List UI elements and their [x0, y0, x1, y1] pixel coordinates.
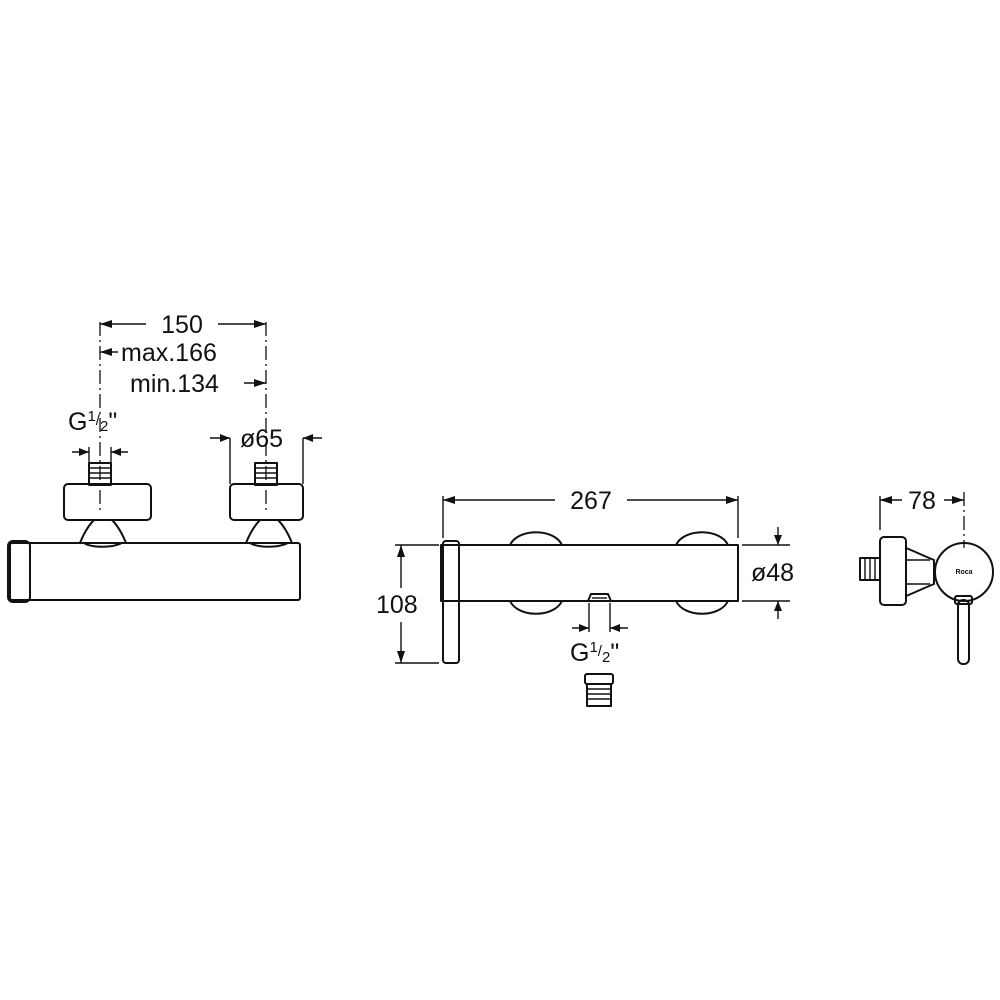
dim-flange: ø65 — [210, 425, 322, 484]
dim-body: ø48 — [742, 527, 794, 619]
top-flange-right-lower — [675, 600, 729, 615]
front-body — [9, 542, 301, 601]
outlet-fitting — [584, 673, 614, 707]
dim-min-label: min.134 — [130, 370, 219, 398]
front-end-cap — [7, 540, 31, 603]
dim-spacing: 150 — [100, 311, 266, 339]
dim-min: min.134 — [130, 370, 266, 398]
dim-height-label: 108 — [376, 591, 418, 619]
front-view: 150 max.166 min.134 G1/2" — [7, 311, 322, 603]
left-connector — [63, 462, 152, 548]
right-connector-neck — [245, 519, 293, 544]
side-view: Roca 78 — [859, 487, 994, 665]
left-connector-shoulder — [83, 542, 123, 548]
dim-outlet-thread-label: G1/2" — [570, 639, 619, 667]
top-lever — [442, 540, 460, 664]
side-neck — [905, 547, 935, 597]
dim-depth-label: 78 — [908, 487, 936, 515]
dim-max: max.166 — [100, 339, 217, 367]
right-connector-shoulder — [249, 542, 289, 548]
top-view: 267 108 ø48 — [376, 487, 794, 707]
dim-outlet-thread: G1/2" — [570, 603, 628, 667]
dim-inlet-thread: G1/2" — [68, 408, 128, 463]
dim-length-label: 267 — [570, 487, 612, 515]
dim-height: 108 — [376, 544, 439, 664]
dim-depth: 78 — [879, 487, 964, 530]
dim-body-label: ø48 — [751, 559, 794, 587]
top-flange-left-lower — [509, 600, 563, 615]
side-lever — [957, 599, 970, 665]
top-outlet-nut — [587, 593, 612, 602]
top-flange-left-upper — [509, 531, 563, 546]
dim-max-label: max.166 — [121, 339, 217, 367]
side-logo: Roca — [955, 569, 972, 576]
dim-inlet-thread-label: G1/2" — [68, 408, 117, 436]
dim-length: 267 — [442, 487, 739, 538]
left-flange — [63, 483, 152, 521]
side-flange — [879, 536, 907, 606]
dim-spacing-label: 150 — [161, 311, 203, 339]
dim-flange-label: ø65 — [240, 425, 283, 453]
top-flange-right-upper — [675, 531, 729, 546]
side-lever-base — [954, 595, 973, 605]
top-body — [440, 544, 739, 602]
left-connector-neck — [79, 519, 127, 544]
